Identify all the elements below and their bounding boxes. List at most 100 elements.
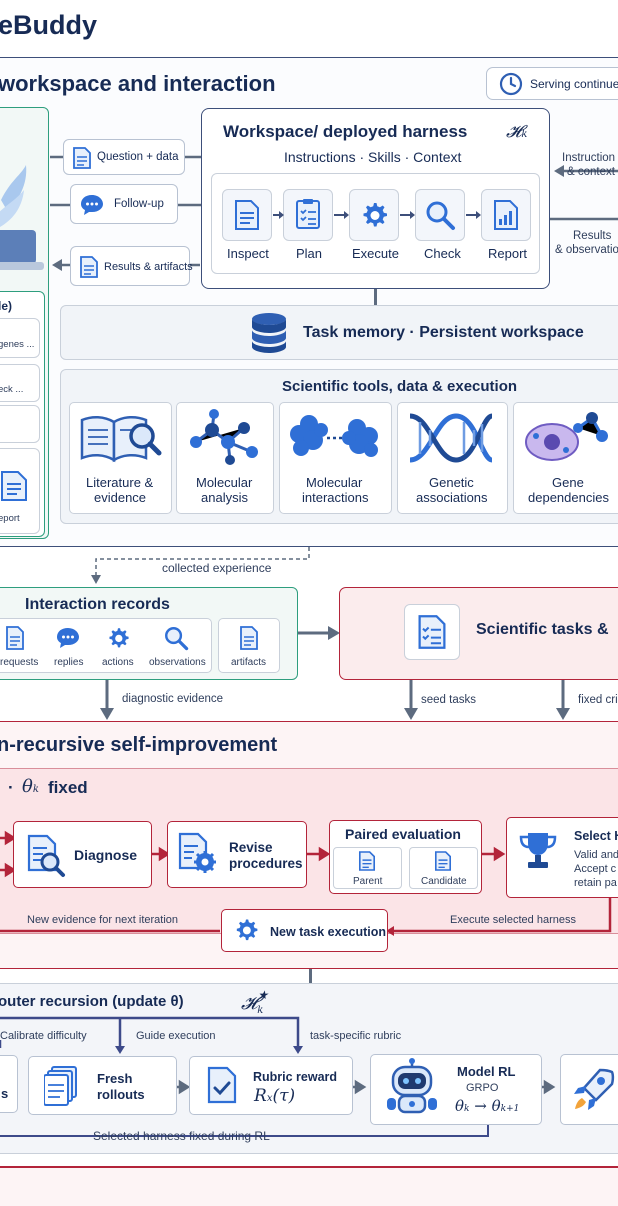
step-plan-label: Plan <box>296 246 323 261</box>
step-arrows <box>273 211 481 219</box>
new-task-execution-label: New task execution <box>270 925 387 939</box>
robot-icon <box>387 1058 437 1114</box>
seed-label: seed tasks <box>421 694 476 706</box>
magnifier-icon <box>426 201 455 230</box>
selected-fixed-label: Selected harness fixed during RL <box>93 1129 270 1143</box>
tool-molecular-analysis-line1: Molecular <box>196 475 253 490</box>
section-workspace-title: workspace and interaction <box>0 71 276 96</box>
gear-icon <box>109 628 129 648</box>
results-artifacts-label: Results & artifacts <box>104 261 193 273</box>
diagnostic-label: diagnostic evidence <box>122 693 224 705</box>
inner-loop-prefix: · <box>8 778 14 797</box>
select-harness-line1: Valid and <box>574 849 618 861</box>
section2-section3-connector <box>309 969 312 983</box>
chat-bubble-icon <box>81 195 103 215</box>
next-section-edge <box>0 1166 618 1206</box>
report-document-icon <box>1 471 27 501</box>
user-role-item-2 <box>0 364 40 402</box>
tool-molecular-interactions-line1: Molecular <box>306 475 363 490</box>
tool-molecular-analysis-line2: analysis <box>201 490 248 505</box>
document-icon <box>235 200 259 230</box>
record-replies: replies <box>54 657 84 668</box>
select-harness-line2: Accept c <box>574 863 617 875</box>
tool-molecular-interactions-line2: interactions <box>302 490 369 505</box>
question-data-pill: Question + data <box>63 139 185 175</box>
left-cut-card <box>0 1055 18 1113</box>
followup-pill: Follow-up <box>70 184 178 224</box>
clock-icon <box>499 72 523 96</box>
gear-icon <box>363 203 387 227</box>
record-artifacts: artifacts <box>231 657 267 668</box>
section-outer-recursion-title: outer recursion (update θ) <box>0 993 184 1010</box>
user-role-item-1 <box>0 318 40 358</box>
candidate-label: Candidate <box>421 876 467 887</box>
collected-experience-label: collected experience <box>162 561 272 575</box>
tool-genetic-associations-line1: Genetic <box>429 475 474 490</box>
open-book-icon <box>80 416 162 463</box>
records-group <box>0 618 212 673</box>
followup-label: Follow-up <box>114 198 164 210</box>
revise-label-line1: Revise <box>229 840 273 855</box>
tool-molecular-interactions <box>279 402 392 514</box>
rubric-link-label: task-specific rubric <box>310 1030 402 1042</box>
user-role-item-2-text: eck ... <box>0 384 24 395</box>
results-obs-label-1: Results <box>573 230 612 242</box>
scientific-tasks-title: Scientific tasks & <box>476 621 609 638</box>
left-cut-label: s <box>1 1086 9 1101</box>
harness-symbol: 𝓗k <box>506 122 528 142</box>
serving-badge: Serving continues <box>486 67 618 100</box>
diagnostic-arrow <box>100 680 114 720</box>
paired-evaluation-title: Paired evaluation <box>345 826 461 842</box>
report-chart-icon <box>494 200 518 230</box>
database-icon <box>252 313 286 353</box>
inner-loop-arrows <box>0 830 612 936</box>
tool-literature-line1: Literature & <box>86 475 154 490</box>
document-icon <box>434 851 452 871</box>
new-evidence-label: New evidence for next iteration <box>27 914 179 926</box>
question-data-label: Question + data <box>97 151 179 163</box>
fresh-rollouts-line1: Fresh <box>97 1071 133 1086</box>
document-icon <box>73 147 91 169</box>
checklist-icon <box>418 615 446 649</box>
serving-badge-label: Serving continues <box>530 77 618 91</box>
document-icon <box>6 626 24 650</box>
user-role-title: le) <box>0 299 13 313</box>
calibrate-label: Calibrate difficulty <box>0 1030 87 1042</box>
tool-gene-dependencies-line2: dependencies <box>528 490 609 505</box>
molecule-icon <box>190 409 258 465</box>
interaction-records-title: Interaction records <box>25 596 170 613</box>
guide-label: Guide execution <box>136 1030 216 1042</box>
record-observations: observations <box>149 657 206 668</box>
cell-network-icon <box>525 412 608 461</box>
task-memory-bar <box>60 305 618 360</box>
user-role-item-3 <box>0 405 40 443</box>
inner-loop-suffix: fixed <box>48 778 88 797</box>
harness-star-symbol: 𝓗k★ <box>241 988 269 1016</box>
revise-label-line2: procedures <box>229 856 303 871</box>
laptop-illustration <box>0 165 44 270</box>
document-icon <box>240 626 258 650</box>
rubric-reward-title: Rubric reward <box>253 1070 338 1084</box>
diagnose-label: Diagnose <box>74 847 138 863</box>
record-requests: requests <box>0 657 39 668</box>
section-self-improvement-title: n-recursive self-improvement <box>0 734 278 756</box>
scientific-tasks <box>339 587 618 680</box>
chat-bubble-icon <box>57 628 79 648</box>
select-harness-title: Select H <box>574 829 618 843</box>
results-obs-label-2: & observation <box>555 244 618 256</box>
criteria-label: fixed cri <box>578 694 618 706</box>
document-icon <box>80 256 98 278</box>
app-title: eBuddy <box>0 10 98 40</box>
tools-title: Scientific tools, data & execution <box>282 378 518 395</box>
tool-gene-dependencies-line1: Gene <box>552 475 584 490</box>
magnifier-icon <box>165 627 189 651</box>
step-report-label: Report <box>488 246 528 261</box>
harness-subtitle: Instructions · Skills · Context <box>284 149 462 165</box>
instruction-label-2: & context <box>567 166 615 178</box>
harness-memory-connector <box>374 289 377 305</box>
stacked-documents-icon <box>44 1066 77 1106</box>
trophy-icon <box>519 833 557 868</box>
record-actions: actions <box>102 657 134 668</box>
step-execute-label: Execute <box>352 246 399 261</box>
select-harness-line3: retain pa <box>574 877 617 889</box>
